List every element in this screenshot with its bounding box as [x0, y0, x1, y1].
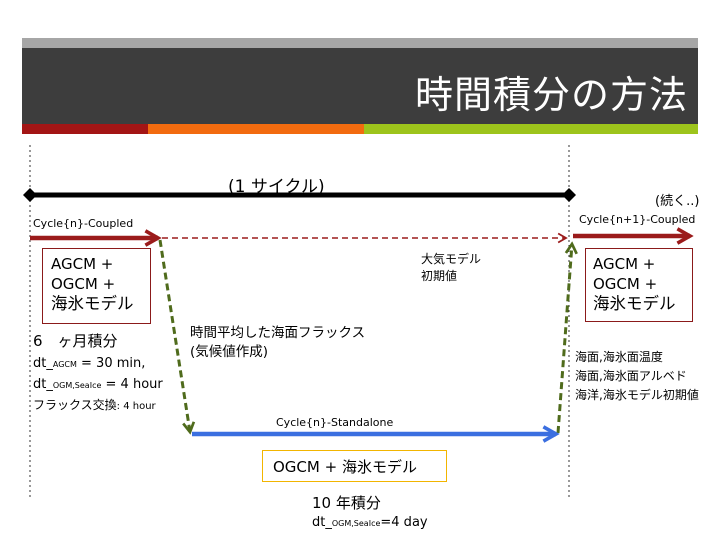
return-vars: 海面,海氷面温度 海面,海氷面アルベド 海洋,海氷モデル初期値 — [575, 348, 699, 405]
cycle-label: (1 サイクル) — [228, 177, 325, 197]
standalone-model: OGCM + 海氷モデル — [273, 458, 417, 476]
dt-ogm: dt_OGM,SeaIce = 4 hour — [33, 377, 163, 392]
atmos-init-line: 初期値 — [421, 269, 458, 283]
coupled-model-box-left: AGCM + OGCM + 海氷モデル — [42, 248, 151, 324]
model-line-agcm: AGCM + — [593, 255, 656, 273]
flux-exchange-value: : 4 hour — [116, 401, 156, 412]
dt-subscript: OGM,SeaIce — [52, 381, 102, 390]
model-line-seaice: 海氷モデル — [593, 294, 676, 313]
return-var-line: 海面,海氷面アルベド — [575, 369, 687, 383]
model-line-agcm: AGCM + — [51, 255, 114, 273]
accent-bar-red — [22, 124, 148, 134]
dt-prefix: dt_ — [312, 515, 332, 530]
flux-note-line: (気候値作成) — [190, 344, 269, 360]
header-top-strip — [22, 38, 698, 48]
dt-value: =4 day — [380, 515, 428, 530]
return-var-line: 海面,海氷面温度 — [575, 350, 663, 364]
flux-exchange-label: フラックス交換 — [33, 398, 117, 412]
standalone-label: Cycle{n}-Standalone — [276, 416, 394, 429]
coupled-integration: 6 ヶ月積分 — [33, 332, 118, 350]
accent-bar-green — [364, 124, 698, 134]
model-line-seaice: 海氷モデル — [51, 294, 134, 313]
continued-label: (続く..) — [655, 194, 700, 209]
coupled-left-label: Cycle{n}-Coupled — [33, 217, 134, 230]
flux-note-line: 時間平均した海面フラックス — [190, 325, 366, 341]
dt-prefix: dt_ — [33, 356, 53, 371]
dt-subscript: OGM,SeaIce — [331, 519, 381, 528]
flux-note: 時間平均した海面フラックス (気候値作成) — [190, 324, 365, 362]
atmos-init-line: 大気モデル — [421, 252, 482, 266]
standalone-integration: 10 年積分 — [312, 494, 381, 512]
cycle-bar-right-diamond — [562, 188, 576, 202]
coupled-model-box-right: AGCM + OGCM + 海氷モデル — [585, 248, 693, 322]
flux-exchange: フラックス交換: 4 hour — [33, 396, 156, 413]
return-var-line: 海洋,海氷モデル初期値 — [575, 388, 699, 402]
flux-arrow — [158, 239, 196, 435]
dt-value: = 4 hour — [101, 377, 163, 392]
return-arrow — [556, 241, 578, 434]
coupled-right-label: Cycle{n+1}-Coupled — [579, 213, 696, 226]
slide-title: 時間積分の方法 — [414, 73, 688, 117]
dt-prefix: dt_ — [33, 377, 53, 392]
title-bar — [22, 48, 698, 124]
model-line-ogcm: OGCM + — [51, 275, 116, 293]
dt-subscript: AGCM — [52, 360, 77, 369]
accent-bar-orange — [148, 124, 364, 134]
dt-agcm: dt_AGCM = 30 min, — [33, 356, 145, 371]
standalone-model-box: OGCM + 海氷モデル — [262, 450, 447, 482]
atmos-init-note: 大気モデル 初期値 — [421, 251, 481, 285]
model-line-ogcm: OGCM + — [593, 275, 658, 293]
standalone-dt: dt_OGM,SeaIce=4 day — [312, 515, 428, 530]
cycle-bar-left-diamond — [23, 188, 37, 202]
dt-value: = 30 min, — [76, 356, 146, 371]
